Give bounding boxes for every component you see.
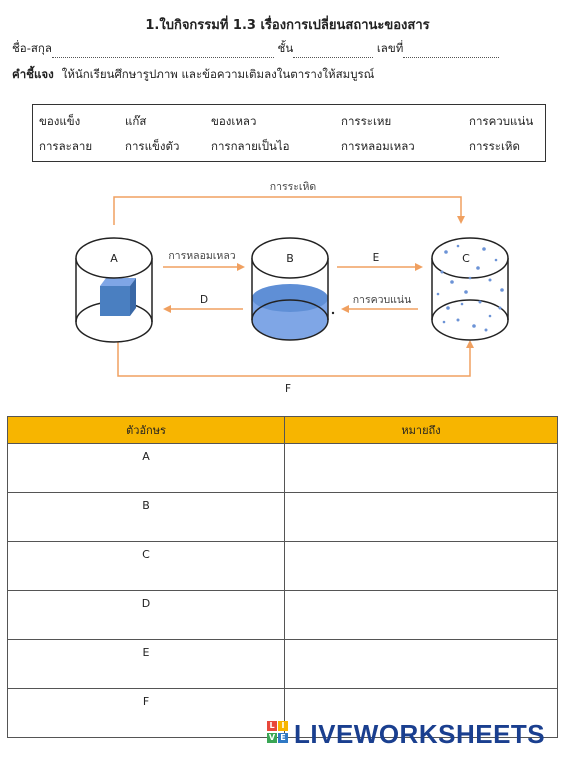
- letter-cell: E: [7, 639, 285, 689]
- b-to-c-label: E: [373, 252, 380, 264]
- letter-column-header: ตัวอักษร: [7, 416, 285, 444]
- name-label: ชื่อ-สกุล: [12, 41, 52, 55]
- word-bank-item: การหลอมเหลว: [341, 139, 415, 153]
- instruction-text: ให้นักเรียนศึกษารูปภาพ และข้อความเติมลงใ…: [61, 67, 375, 81]
- table-row: F: [7, 688, 558, 738]
- logo-mark-icon: L I V E: [267, 721, 291, 747]
- solid-block: [100, 286, 130, 316]
- liquid-surface: [252, 284, 328, 312]
- a-to-b-label: การหลอมเหลว: [168, 250, 235, 262]
- number-field[interactable]: [403, 45, 500, 58]
- top-arrow-label: การระเหิด: [270, 181, 317, 193]
- meaning-answer-field[interactable]: [284, 541, 558, 591]
- table-row: C: [7, 541, 558, 591]
- letter-cell: B: [7, 492, 285, 542]
- student-info-row: ชื่อ-สกุล ชั้น เลขที่: [12, 40, 562, 58]
- container-c-label: C: [462, 252, 470, 265]
- container-a-label: A: [110, 252, 118, 265]
- liveworksheets-logo: L I V E LIVEWORKSHEETS: [267, 718, 545, 750]
- word-bank-item: ของแข็ง: [39, 114, 81, 128]
- number-label: เลขที่: [376, 41, 404, 55]
- container-b: B: [251, 237, 335, 341]
- name-field[interactable]: [51, 45, 274, 58]
- instruction-label: คำชี้แจง: [12, 67, 54, 81]
- letter-cell: A: [7, 443, 285, 493]
- meaning-answer-field[interactable]: [284, 492, 558, 542]
- c-to-b-label: การควบแน่น: [353, 294, 412, 306]
- word-bank-item: แก๊ส: [125, 114, 147, 128]
- word-bank-item: การแข็งตัว: [125, 139, 180, 153]
- word-bank: ของแข็ง แก๊ส ของเหลว การระเหย การควบแน่น…: [32, 104, 546, 162]
- instruction-row: คำชี้แจง ให้นักเรียนศึกษารูปภาพ และข้อควา…: [12, 66, 562, 84]
- word-bank-item: ของเหลว: [211, 114, 257, 128]
- b-to-a-label: D: [200, 294, 208, 306]
- word-bank-item: การกลายเป็นไอ: [211, 139, 290, 153]
- word-bank-item: การละลาย: [39, 139, 93, 153]
- meaning-answer-field[interactable]: [284, 590, 558, 640]
- letter-cell: D: [7, 590, 285, 640]
- meaning-column-header: หมายถึง: [284, 416, 558, 444]
- sublimation-arrow: [113, 196, 465, 225]
- bottom-arrow: [117, 340, 474, 377]
- table-row: B: [7, 492, 558, 542]
- class-field[interactable]: [293, 45, 374, 58]
- letter-cell: F: [7, 688, 285, 738]
- table-row: D: [7, 590, 558, 640]
- answer-table: ตัวอักษร หมายถึง A B C D E F: [7, 416, 558, 738]
- container-c: C: [431, 237, 509, 341]
- logo-text: LIVEWORKSHEETS: [294, 718, 546, 749]
- meaning-answer-field[interactable]: [284, 639, 558, 689]
- letter-cell: C: [7, 541, 285, 591]
- meaning-answer-field[interactable]: [284, 443, 558, 493]
- word-bank-item: การระเหิด: [469, 139, 520, 153]
- table-row: E: [7, 639, 558, 689]
- gas-particles: [436, 244, 504, 332]
- table-row: A: [7, 443, 558, 493]
- states-of-matter-diagram: การระเหิด F A B C: [75, 181, 509, 395]
- worksheet-title: 1.ใบกิจกรรมที่ 1.3 เรื่องการเปลี่ยนสถานะ…: [145, 18, 430, 33]
- word-bank-item: การระเหย: [341, 114, 392, 128]
- bottom-arrow-label: F: [285, 383, 291, 395]
- container-b-label: B: [286, 252, 294, 265]
- container-a: A: [75, 237, 153, 343]
- word-bank-item: การควบแน่น: [469, 114, 534, 128]
- meaning-answer-field[interactable]: [284, 688, 558, 738]
- class-label: ชั้น: [277, 41, 294, 55]
